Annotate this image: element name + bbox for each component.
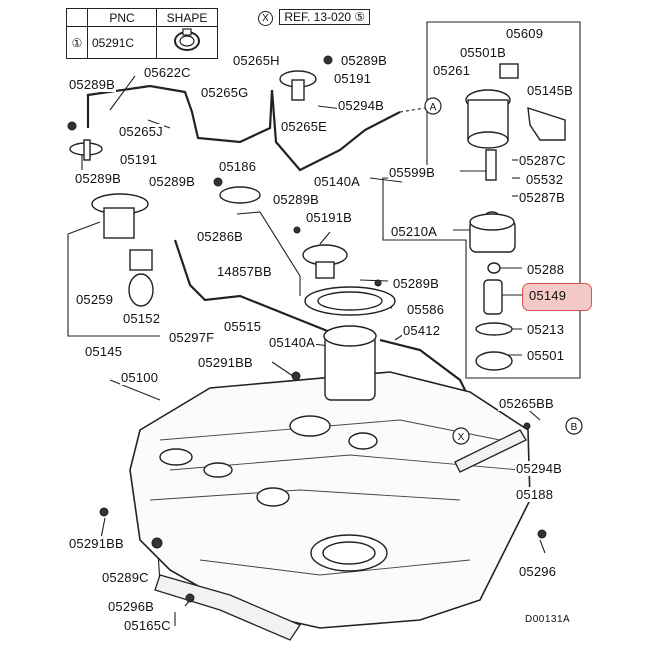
part-label-05287C[interactable]: 05287C (518, 153, 567, 168)
part-label-05289B-m2[interactable]: 05289B (272, 192, 321, 207)
part-label-05259[interactable]: 05259 (75, 292, 115, 307)
part-label-05265BB[interactable]: 05265BB (498, 396, 555, 411)
part-label-05261[interactable]: 05261 (432, 63, 472, 78)
part-label-05291BB-bot[interactable]: 05291BB (68, 536, 125, 551)
part-label-05286B[interactable]: 05286B (196, 229, 245, 244)
part-label-05289C[interactable]: 05289C (101, 570, 150, 585)
part-label-05213[interactable]: 05213 (526, 322, 566, 337)
part-label-05599B[interactable]: 05599B (388, 165, 437, 180)
part-label-05152[interactable]: 05152 (122, 311, 162, 326)
ref-marker: X (258, 11, 273, 26)
part-label-05289B-r[interactable]: 05289B (392, 276, 441, 291)
row-pnc: 05291C (87, 26, 157, 59)
part-label-05188[interactable]: 05188 (515, 487, 555, 502)
reference-note: X REF. 13-020 ⑤ (258, 9, 371, 26)
part-label-05622C[interactable]: 05622C (143, 65, 192, 80)
part-label-05287B[interactable]: 05287B (518, 190, 567, 205)
part-label-05210A[interactable]: 05210A (390, 224, 439, 239)
part-label-05100[interactable]: 05100 (120, 370, 160, 385)
part-label-05297F[interactable]: 05297F (168, 330, 216, 345)
part-label-05289B-top[interactable]: 05289B (340, 53, 389, 68)
part-label-05289B-mid[interactable]: 05289B (148, 174, 197, 189)
part-label-05265E[interactable]: 05265E (280, 119, 329, 134)
part-label-05288[interactable]: 05288 (526, 262, 566, 277)
part-label-05296[interactable]: 05296 (518, 564, 558, 579)
part-label-05165C[interactable]: 05165C (123, 618, 172, 633)
part-label-05296B[interactable]: 05296B (107, 599, 156, 614)
pnc-shape-table: PNC SHAPE ① 05291C (66, 8, 218, 59)
part-label-05289B-l2[interactable]: 05289B (74, 171, 123, 186)
part-label-05265J[interactable]: 05265J (118, 124, 164, 139)
connector-x: X (458, 432, 465, 443)
part-label-05265H[interactable]: 05265H (232, 53, 281, 68)
part-label-05532[interactable]: 05532 (525, 172, 565, 187)
part-label-05149[interactable]: 05149 (529, 288, 567, 303)
part-label-05501[interactable]: 05501 (526, 348, 566, 363)
highlighted-part-marker (522, 283, 592, 311)
ref-box: REF. 13-020 ⑤ (279, 9, 371, 25)
sender-bracket (67, 234, 160, 337)
part-label-05501B[interactable]: 05501B (459, 45, 508, 60)
diagram-code: D00131A (525, 614, 571, 625)
part-label-05586[interactable]: 05586 (406, 302, 446, 317)
part-label-05412[interactable]: 05412 (402, 323, 442, 338)
part-label-05515[interactable]: 05515 (223, 319, 263, 334)
part-label-05186[interactable]: 05186 (218, 159, 258, 174)
part-label-05289B-left[interactable]: 05289B (68, 77, 117, 92)
part-label-05140A-mid[interactable]: 05140A (268, 335, 317, 350)
part-label-05291BB-top[interactable]: 05291BB (197, 355, 254, 370)
part-label-05140A-top[interactable]: 05140A (313, 174, 362, 189)
part-label-05609[interactable]: 05609 (505, 26, 545, 41)
part-label-05265G[interactable]: 05265G (200, 85, 250, 100)
clamp-shape-icon (174, 28, 200, 51)
part-label-05145B[interactable]: 05145B (526, 83, 575, 98)
part-label-05191-left[interactable]: 05191 (119, 152, 159, 167)
part-label-05294B-top[interactable]: 05294B (337, 98, 386, 113)
connector-a: A (430, 102, 437, 113)
part-label-05145-left[interactable]: 05145 (84, 344, 124, 359)
connector-b: B (571, 422, 578, 433)
part-label-05294B-bot[interactable]: 05294B (515, 461, 564, 476)
part-label-05191B[interactable]: 05191B (305, 210, 354, 225)
part-label-14857BB[interactable]: 14857BB (216, 264, 273, 279)
part-label-05191-top[interactable]: 05191 (333, 71, 373, 86)
clamp-shape-cell (156, 26, 218, 59)
